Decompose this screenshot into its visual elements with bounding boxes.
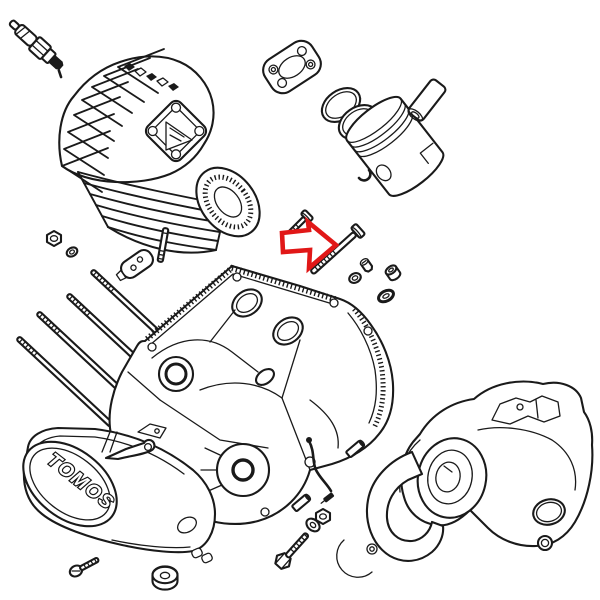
port-flange — [195, 166, 261, 238]
highlight-arrow — [279, 216, 340, 274]
wrist-pin-hole — [375, 164, 392, 182]
case-bolt — [274, 507, 332, 570]
cylinder-head — [58, 48, 215, 193]
gear-lever — [101, 431, 156, 461]
stator-wire — [306, 437, 335, 504]
tomos-badge: TOMOS — [22, 440, 120, 528]
set-screw — [359, 258, 374, 273]
intake-housing — [336, 380, 594, 578]
small-nut — [45, 229, 63, 248]
piston — [345, 95, 445, 197]
port-gasket-ring — [202, 174, 254, 230]
cylinder-fins — [77, 171, 227, 251]
cable-bracket — [115, 248, 154, 282]
case-bores — [157, 288, 304, 393]
housing-elbow — [336, 450, 445, 578]
short-stud — [156, 227, 170, 263]
bolt-nut — [314, 507, 332, 526]
case-gasket-face-top — [145, 264, 339, 342]
case-gasket-face-right — [352, 307, 386, 430]
seal-ring — [348, 272, 362, 284]
housing-bell-mouth — [416, 437, 488, 519]
cover-hole — [177, 516, 197, 534]
circlip — [357, 168, 372, 182]
small-washer — [65, 246, 79, 258]
magneto-boss — [200, 442, 271, 498]
housing-holes — [532, 498, 566, 552]
rubber-bushing — [151, 565, 179, 591]
long-cylinder-bolt — [310, 223, 366, 275]
housing-clamp — [491, 395, 561, 425]
cover-stub-fittings — [191, 547, 213, 564]
spark-plug — [8, 19, 64, 79]
head-slots — [124, 63, 179, 91]
cover-screw — [68, 556, 100, 578]
case-bracket — [137, 423, 167, 439]
crankcase — [108, 264, 395, 525]
oval-grommet — [377, 288, 395, 304]
cylinder — [77, 166, 261, 254]
dowel-pins — [291, 439, 366, 513]
piston-pin — [407, 78, 447, 122]
clutch-cover: TOMOS — [22, 426, 217, 564]
flange-gasket — [262, 39, 322, 95]
plug-screw — [384, 264, 402, 282]
